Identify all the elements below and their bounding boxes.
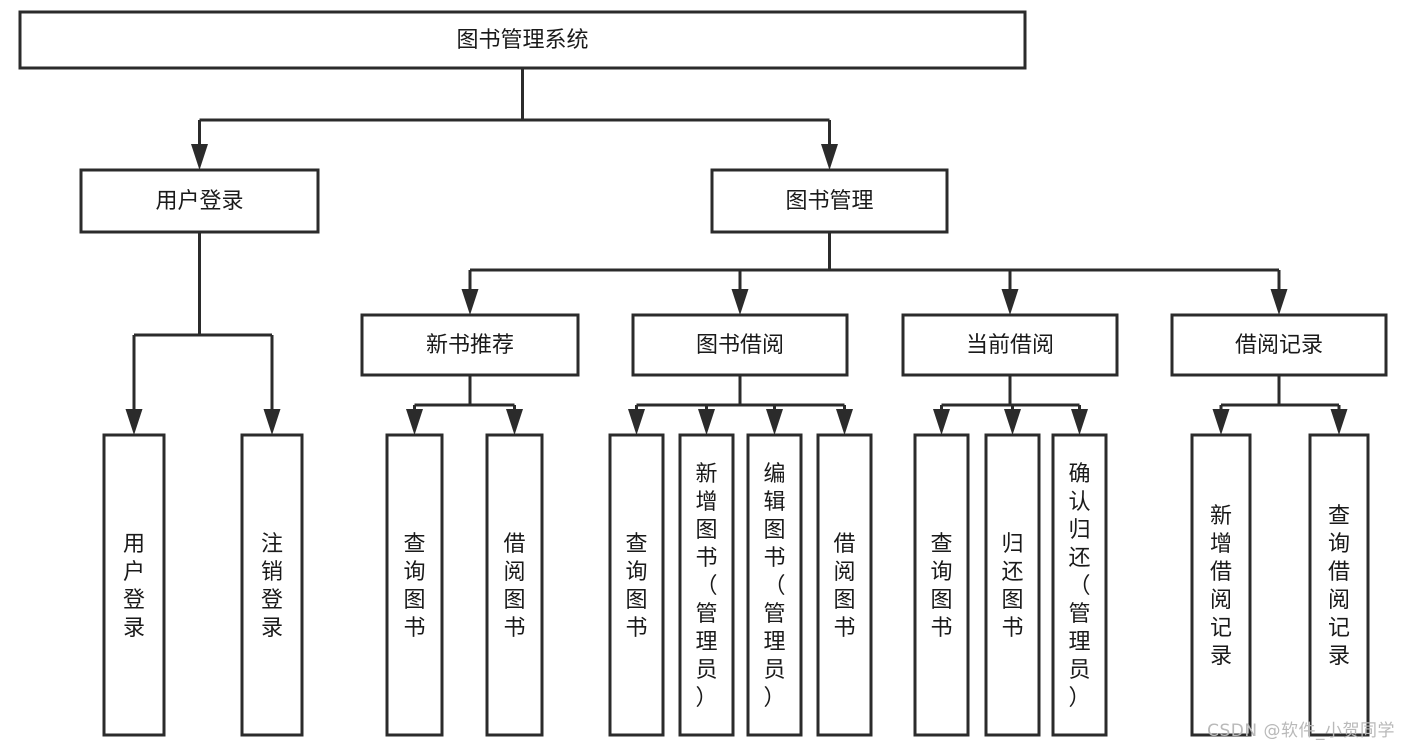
node-leaf-edit-book[interactable]: 编辑图书（管理员）	[746, 433, 803, 737]
node-label: 查询借阅记录	[1328, 504, 1350, 669]
node-label: 查询图书	[930, 532, 952, 641]
node-root[interactable]: 图书管理系统	[18, 10, 1027, 70]
node-box[interactable]	[79, 168, 320, 234]
node-label: 用户登录	[123, 532, 145, 641]
node-label: 图书借阅	[696, 333, 784, 358]
node-leaf-query-book-cur[interactable]: 查询图书	[913, 433, 970, 737]
arrow-head-icon	[731, 289, 749, 315]
node-leaf-query-book-borrow[interactable]: 查询图书	[608, 433, 665, 737]
node-box[interactable]	[746, 433, 803, 737]
connector-group-root	[191, 68, 838, 170]
node-box[interactable]	[18, 10, 1027, 70]
node-label: 查询图书	[403, 532, 425, 641]
node-leaf-user-logout[interactable]: 注销登录	[240, 433, 304, 737]
node-box[interactable]	[485, 433, 544, 737]
node-label: 归还图书	[1001, 532, 1023, 641]
node-label: 注销登录	[261, 532, 283, 641]
node-box[interactable]	[1308, 433, 1370, 737]
node-leaf-return-book[interactable]: 归还图书	[984, 433, 1041, 737]
arrow-head-icon	[628, 409, 645, 435]
node-label: 借阅图书	[503, 532, 525, 641]
node-label: 确认归还（管理员）	[1068, 462, 1090, 711]
node-label: 新增借阅记录	[1210, 504, 1232, 669]
node-leaf-query-book-rec[interactable]: 查询图书	[385, 433, 444, 737]
node-leaf-query-record[interactable]: 查询借阅记录	[1308, 433, 1370, 737]
arrow-head-icon	[1004, 409, 1021, 435]
watermark-label: CSDN @软件_小贺同学	[1207, 721, 1395, 741]
node-book-manage[interactable]: 图书管理	[710, 168, 949, 234]
node-label: 借阅记录	[1235, 333, 1323, 358]
connector-group-current-borrow	[933, 375, 1088, 435]
node-label: 借阅图书	[833, 532, 855, 641]
node-user-login[interactable]: 用户登录	[79, 168, 320, 234]
arrow-head-icon	[125, 409, 143, 435]
arrow-head-icon	[1071, 409, 1088, 435]
node-leaf-confirm-return[interactable]: 确认归还（管理员）	[1051, 433, 1108, 737]
node-box[interactable]	[1051, 433, 1108, 737]
arrow-head-icon	[461, 289, 479, 315]
arrow-head-icon	[406, 409, 423, 435]
node-label: 当前借阅	[966, 333, 1054, 358]
node-label: 新书推荐	[426, 333, 514, 358]
edges-layer	[125, 68, 1348, 435]
arrow-head-icon	[1330, 409, 1348, 435]
node-leaf-user-login[interactable]: 用户登录	[102, 433, 166, 737]
connector-group-user-login	[125, 232, 281, 435]
arrow-head-icon	[1270, 289, 1288, 315]
arrow-head-icon	[263, 409, 281, 435]
node-box[interactable]	[385, 433, 444, 737]
connector-group-book-manage	[461, 232, 1288, 315]
node-box[interactable]	[901, 313, 1119, 377]
arrow-head-icon	[191, 144, 208, 170]
node-label: 图书管理	[785, 189, 873, 214]
node-leaf-add-book[interactable]: 新增图书（管理员）	[678, 433, 735, 737]
node-current-borrow[interactable]: 当前借阅	[901, 313, 1119, 377]
node-leaf-borrow-book-rec[interactable]: 借阅图书	[485, 433, 544, 737]
node-label: 用户登录	[155, 189, 243, 214]
connector-group-new-book-rec	[406, 375, 523, 435]
node-box[interactable]	[816, 433, 873, 737]
node-box[interactable]	[710, 168, 949, 234]
node-borrow-record[interactable]: 借阅记录	[1170, 313, 1388, 377]
arrow-head-icon	[933, 409, 950, 435]
node-book-borrow[interactable]: 图书借阅	[631, 313, 849, 377]
node-box[interactable]	[678, 433, 735, 737]
node-box[interactable]	[102, 433, 166, 737]
node-label: 新增图书（管理员）	[695, 462, 717, 711]
arrow-head-icon	[698, 409, 715, 435]
arrow-head-icon	[1001, 289, 1019, 315]
node-leaf-borrow-book[interactable]: 借阅图书	[816, 433, 873, 737]
connector-group-book-borrow	[628, 375, 853, 435]
node-box[interactable]	[1170, 313, 1388, 377]
node-box[interactable]	[984, 433, 1041, 737]
nodes-layer: 图书管理系统用户登录图书管理新书推荐图书借阅当前借阅借阅记录用户登录注销登录查询…	[18, 10, 1388, 737]
arrow-head-icon	[821, 144, 838, 170]
arrow-head-icon	[506, 409, 523, 435]
node-box[interactable]	[360, 313, 580, 377]
node-new-book-rec[interactable]: 新书推荐	[360, 313, 580, 377]
arrow-head-icon	[766, 409, 783, 435]
node-box[interactable]	[913, 433, 970, 737]
node-box[interactable]	[240, 433, 304, 737]
arrow-head-icon	[836, 409, 853, 435]
node-box[interactable]	[631, 313, 849, 377]
arrow-head-icon	[1212, 409, 1230, 435]
node-label: 编辑图书（管理员）	[763, 462, 785, 711]
node-label: 图书管理系统	[456, 28, 588, 53]
node-label: 查询图书	[625, 532, 647, 641]
node-leaf-add-record[interactable]: 新增借阅记录	[1190, 433, 1252, 737]
node-box[interactable]	[608, 433, 665, 737]
node-box[interactable]	[1190, 433, 1252, 737]
connector-group-borrow-record	[1212, 375, 1348, 435]
